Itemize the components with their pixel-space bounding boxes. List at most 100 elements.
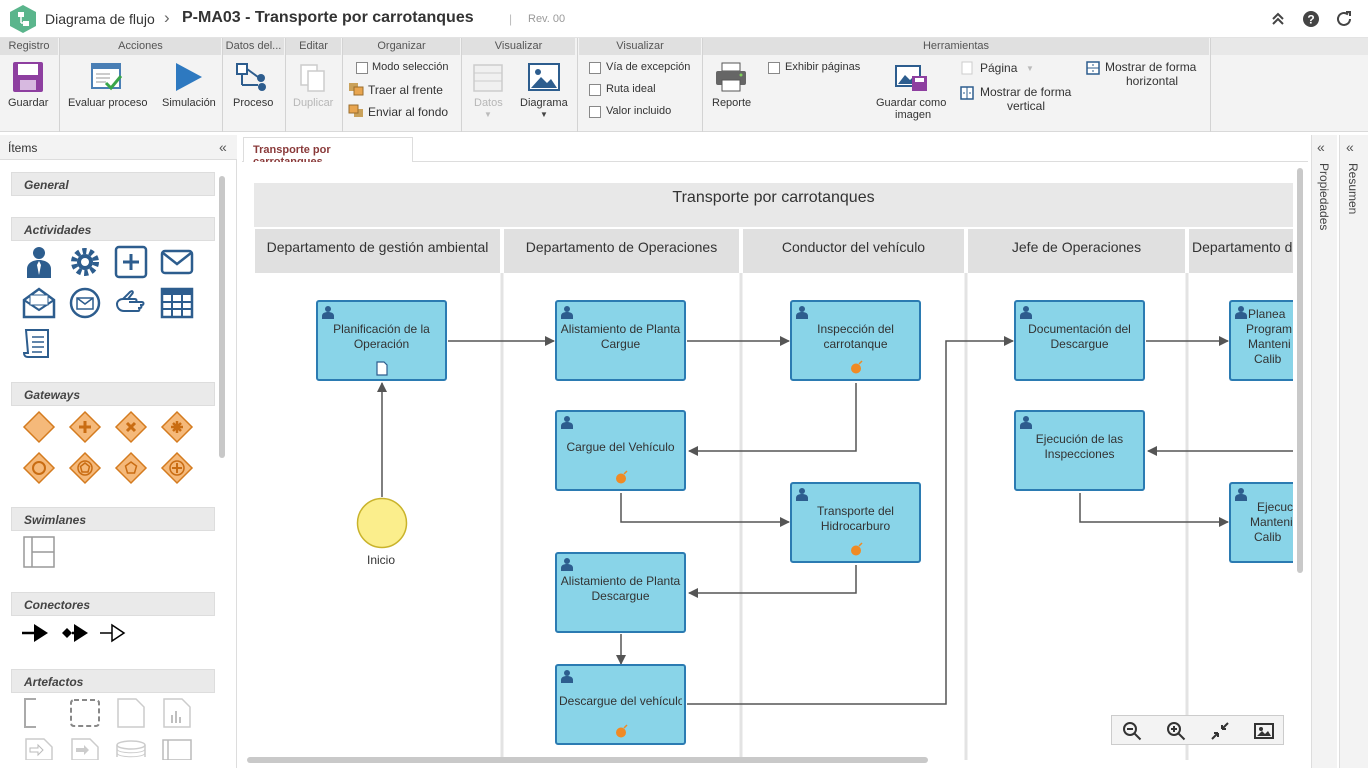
data-object-icon[interactable]	[114, 697, 148, 729]
properties-panel-collapsed[interactable]: « Propiedades	[1311, 135, 1337, 768]
section-actividades[interactable]: Actividades	[11, 217, 215, 241]
conditional-flow-icon[interactable]	[60, 622, 90, 644]
message-event-icon[interactable]	[68, 286, 102, 320]
bring-front-button[interactable]: Traer al frente	[368, 83, 443, 97]
play-icon[interactable]	[172, 61, 204, 93]
section-swimlanes[interactable]: Swimlanes	[11, 507, 215, 531]
vertical-layout-button-line2[interactable]: vertical	[1007, 99, 1046, 113]
section-general[interactable]: General	[11, 172, 215, 196]
subprocess-icon[interactable]	[114, 245, 148, 279]
script-task-icon[interactable]	[22, 327, 56, 361]
value-included-checkbox[interactable]	[589, 106, 601, 118]
app-name-link[interactable]: Diagrama de flujo	[45, 11, 155, 27]
exclusive-event-gateway-icon[interactable]	[114, 451, 148, 485]
save-icon[interactable]	[12, 61, 44, 93]
save-image-button-line1[interactable]: Guardar como	[876, 97, 947, 109]
complex-gateway-icon[interactable]	[160, 410, 194, 444]
section-gateways[interactable]: Gateways	[11, 382, 215, 406]
data-output-icon[interactable]	[68, 738, 102, 760]
exception-path-checkbox[interactable]	[589, 62, 601, 74]
collapse-up-icon[interactable]	[1268, 9, 1288, 29]
summary-panel-label[interactable]: Resumen	[1346, 163, 1360, 215]
data-input-icon[interactable]	[22, 738, 56, 760]
diagram-image-icon[interactable]	[528, 61, 560, 93]
task-planificacion[interactable]: Planificación de la Operación	[316, 300, 447, 381]
user-task-icon[interactable]	[22, 245, 56, 279]
save-image-icon[interactable]	[895, 61, 929, 93]
export-image-icon[interactable]	[1254, 721, 1274, 741]
inclusive-gateway-icon[interactable]	[22, 451, 56, 485]
vertical-layout-button-line1[interactable]: Mostrar de forma	[980, 85, 1072, 99]
event-gateway-icon[interactable]	[68, 451, 102, 485]
group-icon[interactable]	[68, 697, 102, 729]
diagram-button[interactable]: Diagrama	[520, 97, 568, 109]
lane-header-jefe-operaciones[interactable]: Jefe de Operaciones	[968, 229, 1185, 273]
receive-task-icon[interactable]	[22, 286, 56, 320]
task-transporte-hidrocarburo[interactable]: Transporte del Hidrocarburo	[790, 482, 921, 563]
save-image-button-line2[interactable]: imagen	[895, 109, 932, 121]
fit-screen-icon[interactable]	[1210, 721, 1230, 741]
annotation-icon[interactable]	[22, 697, 46, 729]
section-conectores[interactable]: Conectores	[11, 592, 215, 616]
zoom-out-icon[interactable]	[1122, 721, 1142, 741]
zoom-in-icon[interactable]	[1166, 721, 1186, 741]
expand-left-icon[interactable]: «	[1346, 139, 1354, 155]
save-button[interactable]: Guardar	[8, 97, 49, 109]
pool-title[interactable]: Transporte por carrotanques	[254, 183, 1293, 227]
tab-transporte[interactable]: Transporte por carrotanques	[243, 137, 413, 168]
xor-gateway-icon[interactable]	[114, 410, 148, 444]
printer-icon[interactable]	[714, 61, 748, 93]
send-back-icon[interactable]	[348, 104, 364, 118]
task-inspeccion[interactable]: Inspección del carrotanque	[790, 300, 921, 381]
swimlane-icon[interactable]	[22, 535, 56, 569]
lane-header-gestion-ambiental[interactable]: Departamento de gestión ambiental	[255, 229, 500, 273]
lane-artifact-icon[interactable]	[160, 738, 194, 760]
refresh-icon[interactable]	[1334, 9, 1354, 29]
send-task-icon[interactable]	[160, 245, 194, 279]
send-back-button[interactable]: Enviar al fondo	[368, 105, 449, 119]
lane-header-departamento[interactable]: Departamento de	[1189, 229, 1293, 273]
horizontal-layout-icon[interactable]	[1086, 61, 1100, 75]
process-icon[interactable]	[236, 61, 270, 93]
summary-panel-collapsed[interactable]: « Resumen	[1339, 135, 1368, 768]
start-event[interactable]	[356, 497, 408, 549]
report-button[interactable]: Reporte	[712, 97, 752, 109]
canvas-vertical-scrollbar[interactable]	[1297, 168, 1303, 573]
evaluate-process-button[interactable]: Evaluar proceso	[68, 97, 148, 109]
manual-task-icon[interactable]	[114, 286, 148, 320]
properties-panel-label[interactable]: Propiedades	[1317, 163, 1331, 231]
canvas-horizontal-scrollbar[interactable]	[247, 757, 928, 763]
task-ejecucion-inspecciones[interactable]: Ejecución de las Inspecciones	[1014, 410, 1145, 491]
task-descargue-vehiculo[interactable]: Descargue del vehículo	[555, 664, 686, 745]
task-planeacion-partial[interactable]: Planea Program Manteni Calib	[1229, 300, 1293, 381]
service-task-icon[interactable]	[68, 245, 102, 279]
task-cargue-vehiculo[interactable]: Cargue del Vehículo	[555, 410, 686, 491]
task-alistamiento-cargue[interactable]: Alistamiento de Planta Cargue	[555, 300, 686, 381]
task-documentacion[interactable]: Documentación del Descargue	[1014, 300, 1145, 381]
message-flow-icon[interactable]	[98, 622, 128, 644]
items-scrollbar[interactable]	[219, 176, 225, 458]
simulation-button[interactable]: Simulación	[162, 97, 216, 109]
help-icon[interactable]: ?	[1301, 9, 1321, 29]
lane-header-operaciones[interactable]: Departamento de Operaciones	[504, 229, 739, 273]
task-ejecucion-mantenimiento-partial[interactable]: Ejecuc Manteni Calib	[1229, 482, 1293, 563]
bring-front-icon[interactable]	[348, 82, 364, 96]
section-artefactos[interactable]: Artefactos	[11, 669, 215, 693]
sequence-flow-icon[interactable]	[20, 622, 50, 644]
task-alistamiento-descargue[interactable]: Alistamiento de Planta Descargue	[555, 552, 686, 633]
expand-left-icon[interactable]: «	[1317, 139, 1325, 155]
show-pages-checkbox[interactable]	[768, 62, 780, 74]
table-icon[interactable]	[160, 286, 194, 320]
collapse-left-icon[interactable]: «	[219, 139, 227, 155]
chevron-down-icon[interactable]: ▼	[540, 110, 548, 119]
parallel-event-gateway-icon[interactable]	[160, 451, 194, 485]
data-report-icon[interactable]	[160, 697, 194, 729]
evaluate-process-icon[interactable]	[90, 61, 122, 93]
lane-header-conductor[interactable]: Conductor del vehículo	[743, 229, 964, 273]
ideal-route-checkbox[interactable]	[589, 84, 601, 96]
horizontal-layout-button-line1[interactable]: Mostrar de forma	[1105, 60, 1197, 74]
data-store-icon[interactable]	[114, 738, 148, 760]
exclusive-gateway-icon[interactable]	[22, 410, 56, 444]
horizontal-layout-button-line2[interactable]: horizontal	[1126, 74, 1179, 88]
selection-mode-checkbox[interactable]	[356, 62, 368, 74]
